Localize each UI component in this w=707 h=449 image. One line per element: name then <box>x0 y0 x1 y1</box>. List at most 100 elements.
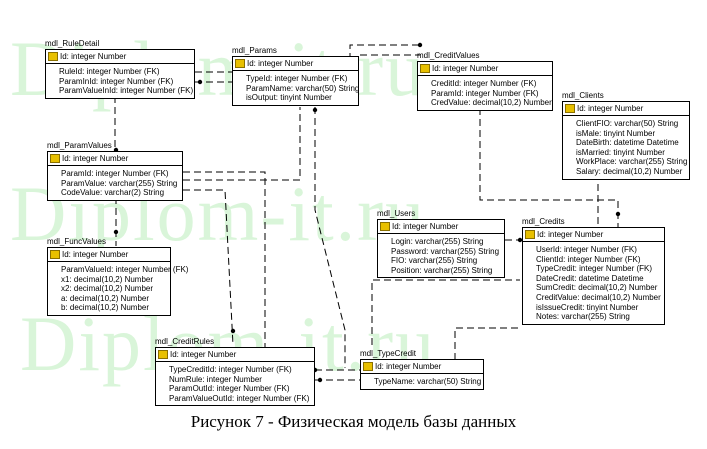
rel-end-11 <box>317 377 323 383</box>
entity-mdl-params[interactable]: mdl_Params Id: integer Number TypeId: in… <box>232 45 359 106</box>
pk-row: Id: integer Number <box>233 57 358 71</box>
attribute: ParamOutId: integer Number (FK) <box>169 384 290 394</box>
entity-title: mdl_Users <box>377 209 416 218</box>
entity-mdl-clients[interactable]: mdl_Clients Id: integer Number ClientFIO… <box>562 90 690 180</box>
key-icon <box>420 64 430 73</box>
rel-params-credits <box>314 107 346 368</box>
key-icon <box>158 350 168 359</box>
figure-caption: Рисунок 7 - Физическая модель базы данны… <box>190 412 517 431</box>
attribute: ParamInId: integer Number (FK) <box>59 76 174 86</box>
attribute: ClientFIO: varchar(50) String <box>576 119 679 128</box>
entity-title: mdl_Params <box>232 46 277 55</box>
pk-label: Id: integer Number <box>62 250 129 259</box>
entity-title: mdl_RuleDetail <box>45 39 100 48</box>
attribute: Password: varchar(255) String <box>391 246 500 256</box>
attribute: a: decimal(10,2) Number <box>61 293 150 303</box>
rel-end-7 <box>417 42 423 48</box>
entity-title: mdl_CreditValues <box>417 51 480 60</box>
entity-mdl-credits[interactable]: mdl_Credits Id: integer Number UserId: i… <box>522 216 665 325</box>
attribute: ParamId: integer Number (FK) <box>431 88 539 98</box>
attribute: Salary: decimal(10,2) Number <box>576 166 683 176</box>
attribute: b: decimal(10,2) Number <box>61 303 150 313</box>
entity-mdl-ruledetail[interactable]: mdl_RuleDetail Id: integer Number RuleId… <box>45 38 195 99</box>
attribute: DateCredit: datetime Datetime <box>536 273 644 283</box>
attribute: Position: varchar(255) String <box>391 265 493 275</box>
key-icon <box>525 230 535 239</box>
entity-mdl-funcvalues[interactable]: mdl_FuncValues Id: integer Number ParamV… <box>47 236 189 316</box>
attribute: CreditId: integer Number (FK) <box>431 79 537 88</box>
entity-title: mdl_ParamValues <box>47 141 112 150</box>
rel-end-9 <box>517 237 523 243</box>
attribute: CredValue: decimal(10,2) Number <box>431 98 552 108</box>
key-icon <box>380 222 390 231</box>
pk-label: Id: integer Number <box>60 52 127 61</box>
attribute: ParamId: integer Number (FK) <box>61 169 169 178</box>
pk-row: Id: integer Number <box>523 228 664 242</box>
attribute: ParamValueOutId: integer Number (FK) <box>169 393 310 403</box>
pk-label: Id: integer Number <box>170 350 237 359</box>
attribute: TypeCredit: integer Number (FK) <box>536 264 653 274</box>
attribute: ParamValue: varchar(255) String <box>61 178 178 188</box>
pk-row: Id: integer Number <box>378 220 504 234</box>
attribute: TypeName: varchar(50) String <box>374 377 482 386</box>
pk-row: Id: integer Number <box>48 152 182 166</box>
entity-mdl-creditvalues[interactable]: mdl_CreditValues Id: integer Number Cred… <box>417 50 553 111</box>
rel-typecredit-params <box>371 279 520 345</box>
attribute: RuleId: integer Number (FK) <box>59 67 160 76</box>
key-icon <box>565 104 575 113</box>
attribute: isMale: tinyint Number <box>576 128 656 138</box>
rel-params-paramvalues <box>183 107 301 181</box>
attribute: x2: decimal(10,2) Number <box>61 284 154 294</box>
attribute: ClientId: integer Number (FK) <box>536 254 641 264</box>
entity-mdl-paramvalues[interactable]: mdl_ParamValues Id: integer Number Param… <box>47 140 183 201</box>
key-icon <box>48 52 58 61</box>
key-icon <box>363 362 373 371</box>
entity-title: mdl_Clients <box>562 91 604 100</box>
rel-end-6 <box>312 107 318 113</box>
rel-paramvalues-creditrules <box>183 171 266 395</box>
key-icon <box>235 59 245 68</box>
pk-row: Id: integer Number <box>418 62 552 76</box>
rel-end-8 <box>615 211 621 217</box>
rel-end-2 <box>197 79 203 85</box>
pk-row: Id: integer Number <box>156 348 314 362</box>
attribute: Login: varchar(255) String <box>391 237 484 246</box>
entity-title: mdl_TypeCredit <box>360 349 417 358</box>
attribute: TypeCreditId: integer Number (FK) <box>169 365 292 374</box>
pk-label: Id: integer Number <box>392 222 459 231</box>
attribute: SumCredit: decimal(10,2) Number <box>536 283 658 293</box>
entity-mdl-creditrules[interactable]: mdl_CreditRules Id: integer Number TypeC… <box>155 336 315 407</box>
attribute: NumRule: integer Number <box>169 374 262 384</box>
entity-mdl-users[interactable]: mdl_Users Id: integer Number Login: varc… <box>377 208 505 279</box>
rel-end-5 <box>230 328 236 334</box>
pk-label: Id: integer Number <box>375 362 442 371</box>
attribute: ParamValueId: integer Number (FK) <box>61 265 189 274</box>
pk-row: Id: integer Number <box>46 50 194 64</box>
key-icon <box>50 154 60 163</box>
pk-label: Id: integer Number <box>537 230 604 239</box>
attribute: CodeValue: varchar(2) String <box>61 188 165 198</box>
attribute: Notes: varchar(255) String <box>536 312 630 322</box>
pk-label: Id: integer Number <box>62 154 129 163</box>
attribute: ParamValueInId: integer Number (FK) <box>59 86 194 96</box>
attribute: isOutput: tinyint Number <box>246 93 332 103</box>
attribute: ParamName: varchar(50) String <box>246 83 360 93</box>
entity-title: mdl_FuncValues <box>47 237 106 246</box>
attribute: isMarried: tinyint Number <box>576 147 665 157</box>
attribute: WorkPlace: varchar(255) String <box>576 157 688 167</box>
attribute: DateBirth: datetime Datetime <box>576 138 679 148</box>
pk-label: Id: integer Number <box>577 104 644 113</box>
pk-label: Id: integer Number <box>432 64 499 73</box>
attribute: CreditValue: decimal(10,2) Number <box>536 292 661 302</box>
attribute: isIssueCredit: tinyint Number <box>536 302 639 312</box>
pk-row: Id: integer Number <box>361 360 483 374</box>
pk-label: Id: integer Number <box>247 59 314 68</box>
entity-mdl-typecredit[interactable]: mdl_TypeCredit Id: integer Number TypeNa… <box>360 348 484 390</box>
entity-title: mdl_CreditRules <box>155 337 215 346</box>
entity-title: mdl_Credits <box>522 217 565 226</box>
attribute: TypeId: integer Number (FK) <box>246 74 348 83</box>
key-icon <box>50 250 60 259</box>
attribute: FIO: varchar(255) String <box>391 256 478 266</box>
